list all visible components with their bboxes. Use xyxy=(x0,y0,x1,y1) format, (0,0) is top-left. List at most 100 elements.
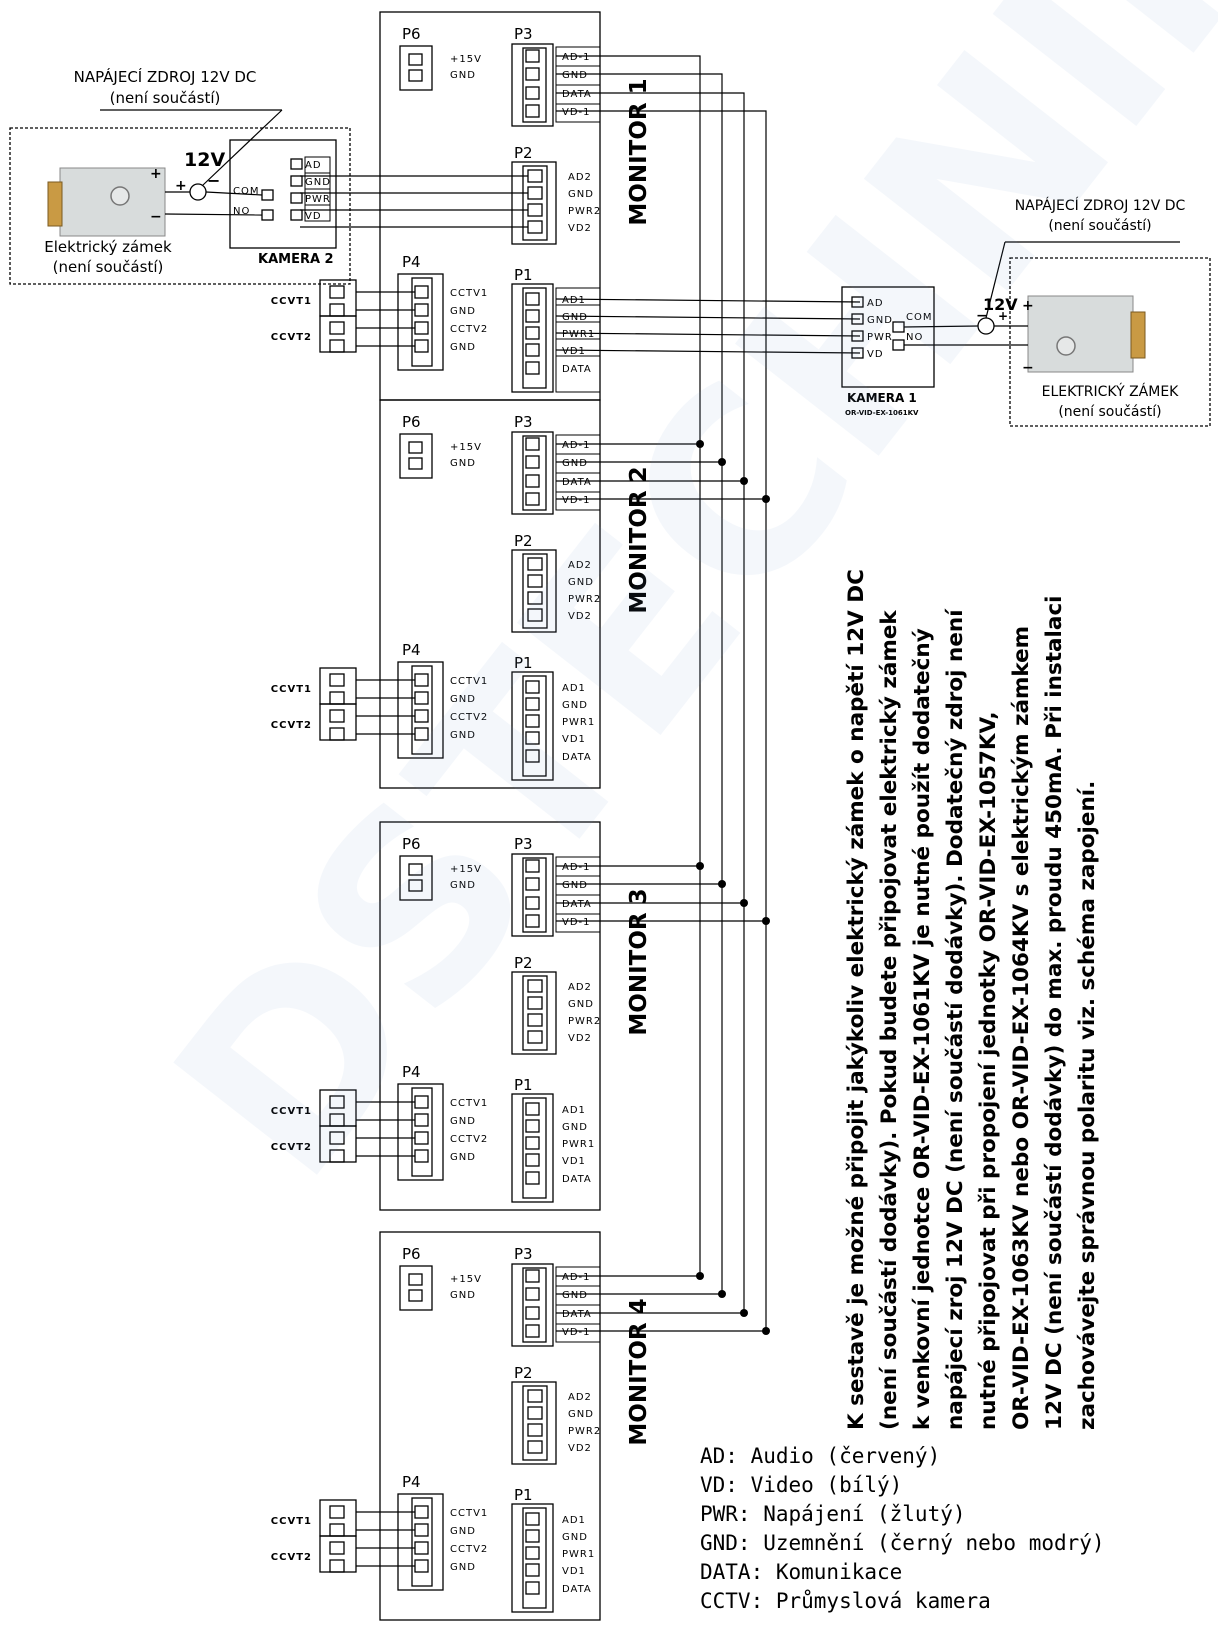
port-p6-pin-label: +15V xyxy=(450,1274,482,1285)
port-p3-pin-label: DATA xyxy=(562,89,592,100)
port-p2-pin xyxy=(527,1030,543,1044)
note-line: (není součástí dodávky). Pokud budete př… xyxy=(877,610,902,1430)
port-p2-pin xyxy=(527,1423,543,1437)
camera2-pin xyxy=(290,158,303,170)
port-p3-pin xyxy=(525,474,540,488)
cctv-label: CCVT2 xyxy=(271,332,312,343)
psu2-label: NAPÁJECÍ ZDROJ 12V DC xyxy=(74,67,257,86)
cctv-label: CCVT2 xyxy=(271,1552,312,1563)
port-label-p2: P2 xyxy=(514,954,533,972)
port-p4-pin-label: GND xyxy=(450,730,476,741)
junction-dot xyxy=(696,1272,704,1280)
camera1-label: KAMERA 1 xyxy=(847,391,917,405)
port-p4-pin-label: CCTV1 xyxy=(450,288,488,299)
port-label-p4: P4 xyxy=(402,641,421,659)
camera2-relay-pin xyxy=(261,189,274,201)
camera2-pin-label: AD xyxy=(305,160,322,171)
port-p3-pin xyxy=(525,1324,540,1338)
psu2-minus: − xyxy=(207,171,220,190)
port-p3-pin-label: GND xyxy=(562,458,588,469)
port-p6-pin-label: +15V xyxy=(450,864,482,875)
camera1-pin-label: AD xyxy=(867,298,884,309)
cctv-label: CCVT2 xyxy=(271,720,312,731)
port-p1-pin-label: PWR1 xyxy=(562,1549,595,1560)
port-p3-pin xyxy=(525,914,540,928)
legend-item: CCTV: Průmyslová kamera xyxy=(700,1589,991,1613)
port-p4-pin xyxy=(414,1095,429,1109)
port-p3-connector xyxy=(511,853,554,937)
port-p3-pin xyxy=(525,1306,540,1320)
port-p4-pin xyxy=(414,1523,429,1537)
port-p2-pin-label: GND xyxy=(568,189,594,200)
port-p4-inner xyxy=(411,665,433,755)
port-p2-pin-label: PWR2 xyxy=(568,1426,601,1437)
camera2-dashed-frame xyxy=(9,127,351,285)
port-p3-pin-label: DATA xyxy=(562,1309,592,1320)
port-p3-pin xyxy=(525,455,540,469)
port-p1-pin-label: AD1 xyxy=(562,1105,586,1116)
port-p1-pin-label: GND xyxy=(562,312,588,323)
lock2-plus: + xyxy=(150,166,162,182)
legend-item: VD: Video (bílý) xyxy=(700,1473,903,1497)
port-p4-connector xyxy=(397,661,444,759)
cctv-plug-pin xyxy=(329,673,345,687)
port-p4-pin-label: GND xyxy=(450,1152,476,1163)
camera1-pin xyxy=(851,313,864,325)
port-p2-pin-label: VD2 xyxy=(568,223,592,234)
port-p4-pin xyxy=(414,1505,429,1519)
camera2-box xyxy=(229,139,337,249)
port-p4-pin-label: GND xyxy=(450,342,476,353)
lock1-body xyxy=(1027,295,1134,373)
junction-dot xyxy=(740,477,748,485)
port-p3-pin-label: VD-1 xyxy=(562,107,591,118)
port-p1-pin xyxy=(525,1546,540,1560)
legend: AD: Audio (červený)VD: Video (bílý)PWR: … xyxy=(700,1442,1105,1616)
port-p3-pin xyxy=(525,1269,540,1283)
port-p1-pin-label: VD1 xyxy=(562,1566,586,1577)
port-p1-pin xyxy=(525,1136,540,1150)
port-label-p3: P3 xyxy=(514,835,533,853)
port-p2-pin-label: GND xyxy=(568,999,594,1010)
camera2-pin-label: GND xyxy=(305,177,331,188)
camera1-model: OR-VID-EX-1061KV xyxy=(845,409,919,417)
port-p4-pin xyxy=(414,339,429,353)
junction-dot xyxy=(718,458,726,466)
camera2-label: KAMERA 2 xyxy=(258,252,334,267)
camera1-relay-pin xyxy=(892,321,905,333)
camera1-wire xyxy=(555,298,861,303)
lock2-minus: − xyxy=(150,209,162,225)
port-p3-pin-label: VD-1 xyxy=(562,1327,591,1338)
port-p1-pin xyxy=(525,309,540,323)
port-p4-connector xyxy=(397,1493,444,1591)
legend-item: PWR: Napájení (žlutý) xyxy=(700,1502,966,1526)
port-p1-pin xyxy=(525,1119,540,1133)
port-p1-pin-label: DATA xyxy=(562,364,592,375)
port-p2-pin xyxy=(527,169,543,183)
port-p4-pin xyxy=(414,303,429,317)
port-p1-pin-label: GND xyxy=(562,1122,588,1133)
lock1-label: ELEKTRICKÝ ZÁMEK xyxy=(1042,383,1180,400)
port-p6-pin xyxy=(408,457,423,470)
note-line: OR-VID-EX-1063KV nebo OR-VID-EX-1064KV s… xyxy=(1009,625,1034,1430)
port-label-p4: P4 xyxy=(402,253,421,271)
cctv-plug-pin xyxy=(329,709,345,723)
port-p4-connector xyxy=(397,273,444,371)
port-p1-connector xyxy=(511,283,554,393)
psu1-note: (není součástí) xyxy=(1048,218,1151,234)
port-p4-pin xyxy=(414,691,429,705)
psu1-voltage: 12V xyxy=(983,295,1018,314)
port-p4-pin-label: GND xyxy=(450,1562,476,1573)
port-p2-pin-label: VD2 xyxy=(568,1033,592,1044)
port-p2-pin-label: VD2 xyxy=(568,611,592,622)
port-p2-pin xyxy=(527,203,543,217)
port-p6-connector xyxy=(399,855,433,901)
port-p3-connector xyxy=(511,43,554,127)
junction-dot xyxy=(718,880,726,888)
psu1-minus: − xyxy=(976,308,988,324)
port-p1-pin-label: DATA xyxy=(562,1584,592,1595)
cctv-plug-pin xyxy=(329,303,345,317)
port-p3-pin xyxy=(525,1287,540,1301)
port-p1-connector xyxy=(511,1503,554,1613)
port-p2-connector xyxy=(511,549,557,633)
psu2-leader xyxy=(202,109,283,186)
